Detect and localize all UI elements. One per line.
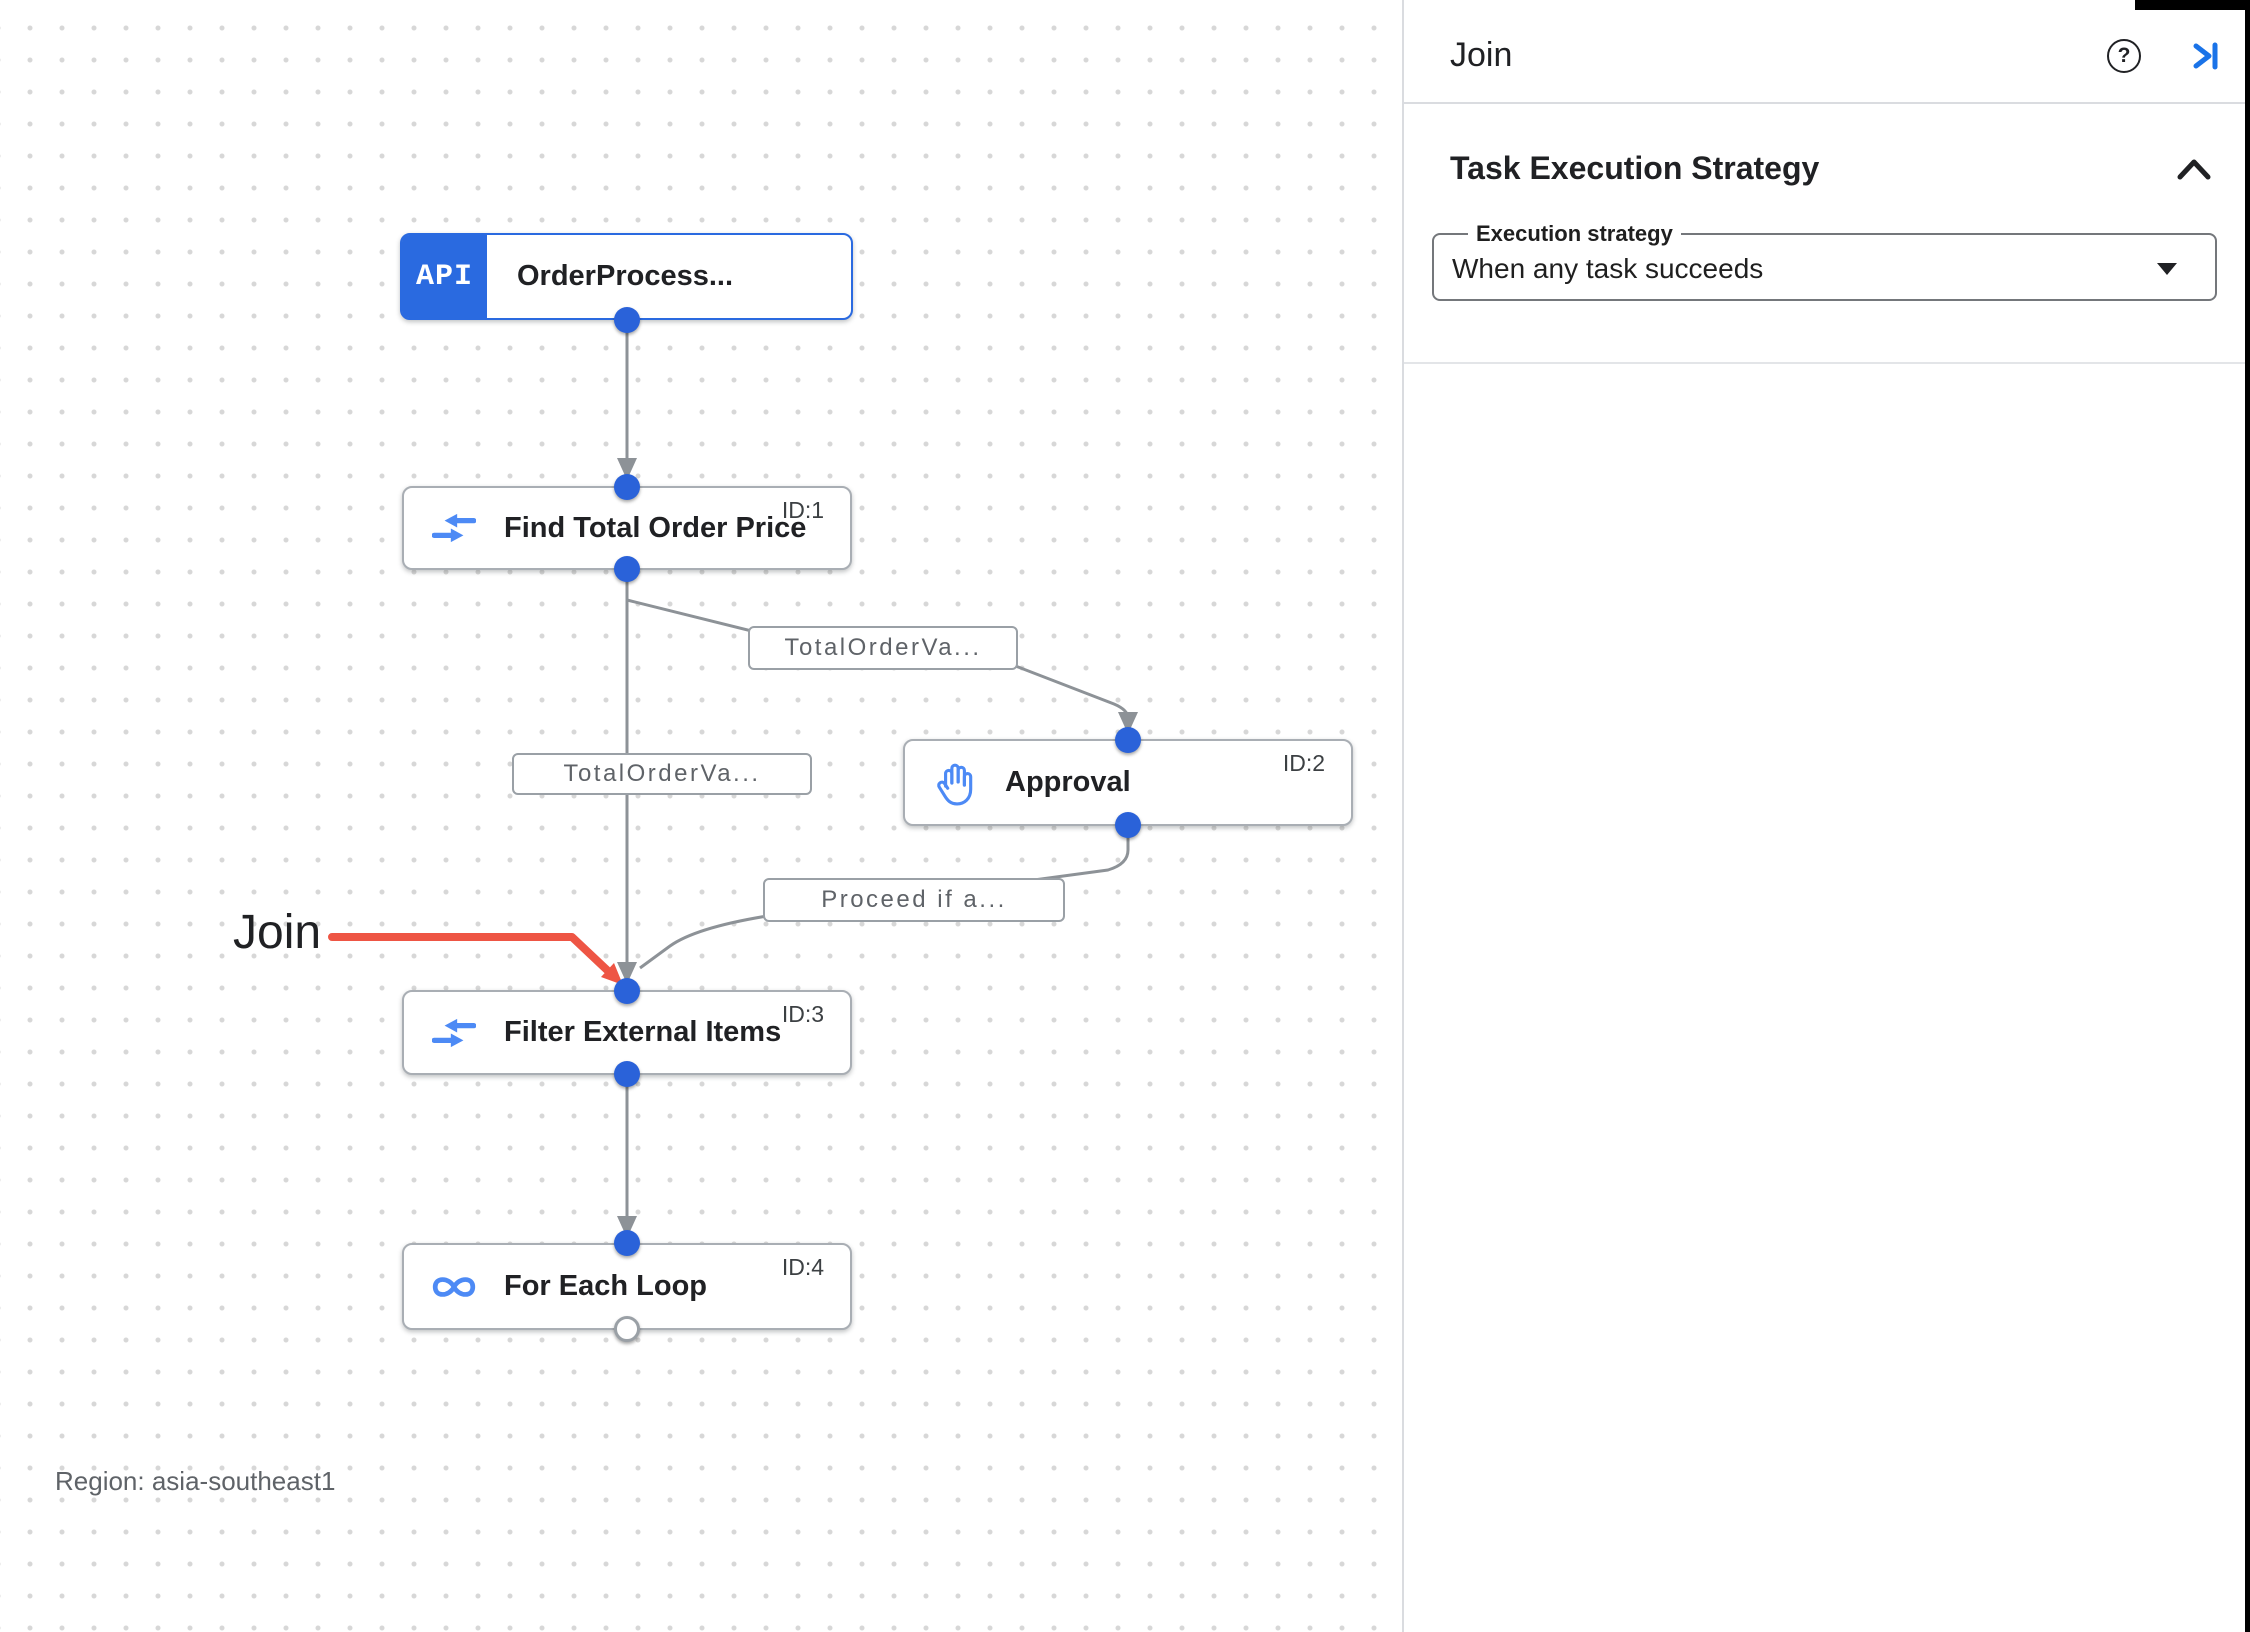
join-annotation-arrow: [328, 933, 623, 985]
edge-label-proceed-if[interactable]: Proceed if a...: [763, 878, 1065, 922]
section-divider: [1404, 362, 2250, 364]
config-panel: Join ? Task Execution Strategy Execution…: [1402, 0, 2250, 1632]
approval-hand-icon: [905, 760, 1005, 806]
arrowhead: [617, 458, 637, 480]
node-title: For Each Loop: [504, 1270, 707, 1302]
loop-icon: [404, 1272, 504, 1302]
output-port-open[interactable]: [614, 1316, 640, 1342]
output-port[interactable]: [614, 556, 640, 582]
input-port[interactable]: [614, 474, 640, 500]
node-filter-external-items[interactable]: Filter External Items ID:3: [402, 990, 852, 1075]
node-title: Find Total Order Price: [504, 511, 807, 544]
arrowhead: [617, 1216, 637, 1238]
node-id-badge: ID:3: [781, 1001, 824, 1027]
node-approval[interactable]: Approval ID:2: [903, 739, 1353, 826]
join-annotation-label: Join: [233, 906, 322, 959]
node-title: Approval: [1005, 766, 1131, 798]
node-order-process-trigger[interactable]: API OrderProcess...: [400, 233, 853, 320]
execution-strategy-value: When any task succeeds: [1452, 253, 1764, 284]
panel-title: Join: [1450, 36, 1513, 74]
data-mapping-icon: [404, 1015, 504, 1051]
arrowhead: [617, 962, 637, 984]
output-port[interactable]: [614, 1061, 640, 1087]
output-port[interactable]: [614, 307, 640, 333]
section-heading-task-execution-strategy: Task Execution Strategy: [1450, 150, 1820, 186]
input-port-join[interactable]: [614, 978, 640, 1004]
execution-strategy-dropdown[interactable]: Execution strategy When any task succeed…: [1432, 221, 2217, 301]
node-id-badge: ID:2: [1282, 750, 1325, 776]
api-trigger-icon: API: [402, 235, 487, 318]
execution-strategy-label: Execution strategy: [1468, 221, 1681, 247]
region-label: Region: asia-southeast1: [55, 1466, 336, 1496]
node-title: Filter External Items: [504, 1016, 782, 1048]
help-icon[interactable]: ?: [2107, 39, 2141, 73]
input-port[interactable]: [1115, 727, 1141, 753]
panel-header: Join ?: [1404, 0, 2250, 104]
output-port[interactable]: [1115, 812, 1141, 838]
edge-findtotal-to-approval-b: [999, 658, 1130, 719]
node-id-badge: ID:4: [781, 1254, 824, 1280]
workflow-canvas[interactable]: TotalOrderVa... TotalOrderVa... Proceed …: [0, 0, 1402, 1632]
window-edge-bar: [2135, 0, 2250, 10]
edge-label-totalorderva-to-filter[interactable]: TotalOrderVa...: [512, 753, 812, 795]
dropdown-arrow-icon[interactable]: [2157, 263, 2177, 275]
node-id-badge: ID:1: [781, 497, 824, 523]
window-edge-strip: [2245, 0, 2250, 1632]
node-title: OrderProcess...: [517, 260, 733, 292]
input-port[interactable]: [614, 1230, 640, 1256]
arrowhead: [1118, 712, 1138, 734]
data-mapping-icon: [404, 510, 504, 546]
chevron-up-icon[interactable]: [2176, 157, 2212, 181]
collapse-panel-icon[interactable]: [2190, 40, 2222, 72]
edge-label-totalorderva-to-approval[interactable]: TotalOrderVa...: [748, 626, 1018, 670]
